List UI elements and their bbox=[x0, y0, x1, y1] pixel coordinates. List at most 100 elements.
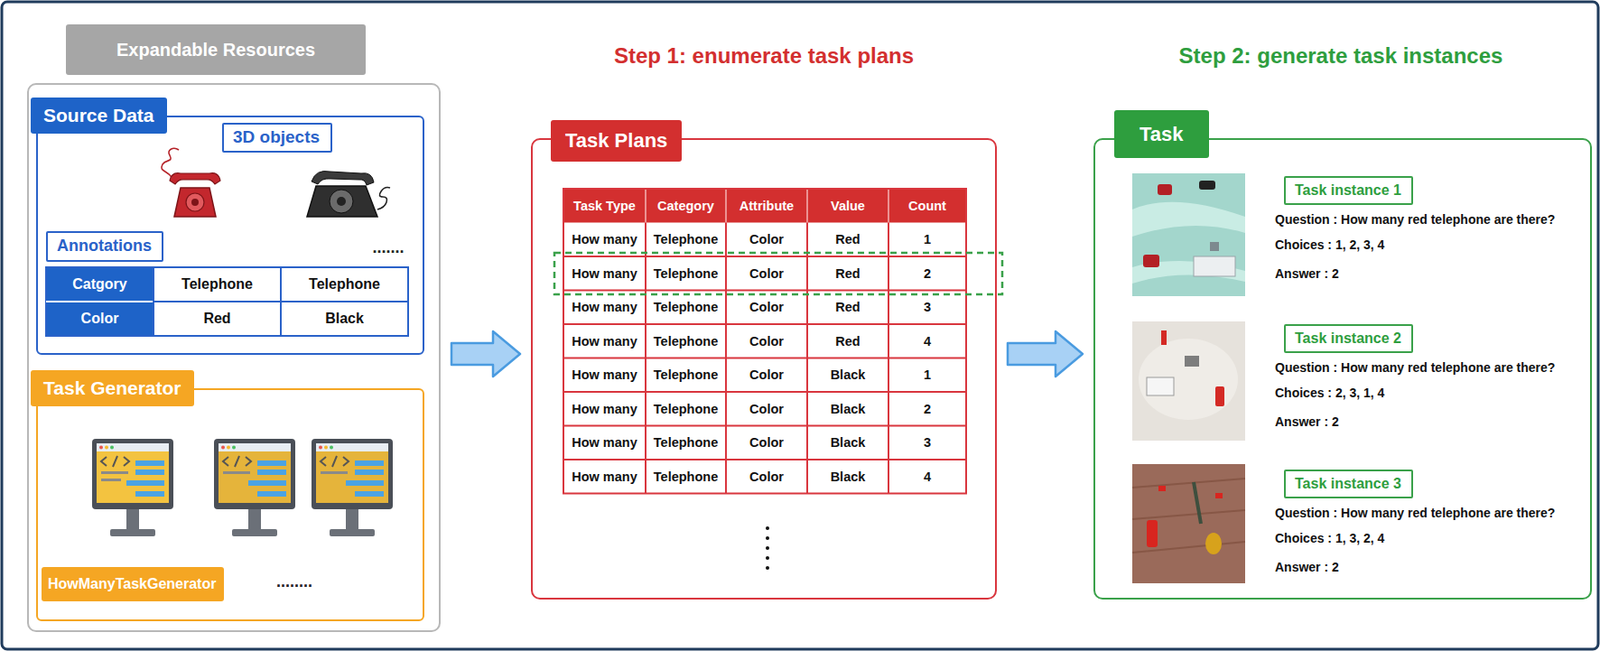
code-symbol bbox=[320, 455, 349, 467]
code-line bbox=[320, 471, 348, 475]
table-cell: Telephone bbox=[645, 459, 726, 494]
step-title: Step 2: generate task instances bbox=[1119, 39, 1563, 73]
table-cell: Color bbox=[725, 358, 808, 393]
table-rule bbox=[563, 390, 967, 393]
code-symbol bbox=[101, 455, 130, 467]
table-ground bbox=[563, 188, 967, 494]
telephone-handset bbox=[169, 173, 221, 185]
grey-object-model bbox=[1184, 355, 1200, 367]
code-line bbox=[101, 478, 121, 482]
ellipsis-mark: ....... bbox=[361, 236, 416, 259]
window-bar bbox=[218, 443, 291, 452]
panel-heading-tab: Task bbox=[1114, 110, 1210, 159]
floor-light bbox=[1138, 338, 1238, 420]
code-bar bbox=[257, 491, 287, 497]
table-border bbox=[46, 267, 409, 336]
table-cell: How many bbox=[563, 391, 646, 427]
table-cell: Color bbox=[725, 256, 808, 291]
box-label: HowManyTaskGenerator bbox=[47, 575, 218, 593]
table-cell: Color bbox=[725, 324, 808, 359]
step-title: Step 1: enumerate task plans bbox=[541, 39, 987, 73]
task-instance-text: Choices : 2, 3, 1, 4 bbox=[1274, 382, 1587, 403]
monitor-frame bbox=[311, 438, 393, 510]
task-instance-text: Question : How many red telephone are th… bbox=[1274, 357, 1587, 378]
monitor-stand bbox=[248, 509, 261, 530]
instance-box: Task instance 2 bbox=[1283, 324, 1414, 354]
table-rule bbox=[563, 425, 967, 428]
table-cell: Color bbox=[725, 290, 808, 326]
window-bar bbox=[96, 443, 169, 452]
monitor-frame bbox=[213, 438, 296, 510]
task-instance-text: Answer : 2 bbox=[1274, 411, 1587, 432]
white-device-model bbox=[1193, 256, 1236, 277]
window-dot bbox=[99, 446, 103, 450]
table-rule bbox=[806, 188, 809, 224]
window-dot bbox=[318, 446, 323, 450]
task-instance-text: Answer : 2 bbox=[1274, 263, 1587, 284]
panel-heading-tab: Task Generator bbox=[30, 370, 195, 407]
box-label: Task instance 1 bbox=[1294, 181, 1403, 199]
photo-ground bbox=[1132, 464, 1246, 584]
table-cell: Color bbox=[725, 223, 808, 258]
ellipsis-mark: ........ bbox=[265, 570, 324, 593]
table-rule bbox=[563, 289, 967, 292]
window-dot bbox=[226, 446, 231, 450]
table-cell: Telephone bbox=[645, 391, 726, 427]
table-cell: Telephone bbox=[645, 426, 726, 461]
table-cell: 1 bbox=[888, 223, 967, 258]
monitor-base bbox=[329, 529, 375, 537]
table-cell: 3 bbox=[888, 290, 967, 326]
block-arrow bbox=[1007, 331, 1083, 377]
green-stick-model bbox=[1193, 482, 1201, 524]
monitor-stand bbox=[126, 509, 140, 530]
vertical-ellipsis bbox=[765, 526, 770, 570]
table-cell: 2 bbox=[888, 256, 967, 291]
black-telephone-model bbox=[1199, 180, 1216, 190]
annotation-value-cell: Telephone bbox=[153, 267, 281, 302]
code-bar bbox=[126, 480, 165, 486]
block-arrow bbox=[451, 331, 521, 377]
annotation-value-cell: Black bbox=[280, 301, 409, 336]
box-label: Task instance 2 bbox=[1294, 329, 1403, 347]
box-label: 3D objects bbox=[232, 127, 322, 149]
computer-icon bbox=[311, 438, 393, 537]
computer-icon bbox=[92, 438, 174, 537]
resource-panel: Expandable ResourcesSource Data3D object… bbox=[27, 83, 441, 633]
scene-photo bbox=[1132, 173, 1246, 297]
label-box: Annotations bbox=[46, 231, 164, 262]
telephone-body bbox=[174, 187, 216, 217]
task-instance-text: Question : How many red telephone are th… bbox=[1274, 502, 1587, 523]
task-plan-table bbox=[563, 188, 967, 494]
label-box: 3D objects bbox=[222, 122, 333, 153]
table-rule bbox=[887, 188, 890, 224]
red-telephone-model bbox=[1146, 520, 1158, 548]
table-cell: Red bbox=[807, 324, 889, 359]
code-line bbox=[101, 471, 129, 475]
ellipsis-dot bbox=[765, 536, 770, 540]
photo-ground bbox=[1132, 321, 1246, 441]
monitor-screen bbox=[316, 443, 389, 503]
panel-heading-tab: Source Data bbox=[30, 97, 168, 134]
table-rule bbox=[644, 188, 647, 224]
code-bar bbox=[248, 480, 287, 486]
scene-photo bbox=[1132, 464, 1246, 584]
red-telephone-model bbox=[1158, 485, 1166, 492]
instance-box: Task instance 1 bbox=[1283, 176, 1414, 205]
task-instance-text: Choices : 1, 2, 3, 4 bbox=[1274, 234, 1587, 255]
task-instance-text: Answer : 2 bbox=[1274, 557, 1587, 577]
telephone-dial-center bbox=[191, 198, 199, 206]
monitor-screen bbox=[218, 443, 291, 503]
window-dot bbox=[329, 446, 334, 450]
table-rule bbox=[563, 323, 967, 326]
telephone-handset bbox=[311, 170, 374, 186]
table-cell: 3 bbox=[888, 426, 967, 461]
annotation-value-cell: Telephone bbox=[280, 267, 409, 302]
table-rule bbox=[46, 300, 154, 303]
window-dot bbox=[221, 446, 225, 450]
table-rule bbox=[725, 188, 727, 224]
table-rule bbox=[563, 357, 967, 360]
annotation-key-cell: Catgory bbox=[46, 267, 154, 302]
code-line bbox=[223, 471, 251, 475]
